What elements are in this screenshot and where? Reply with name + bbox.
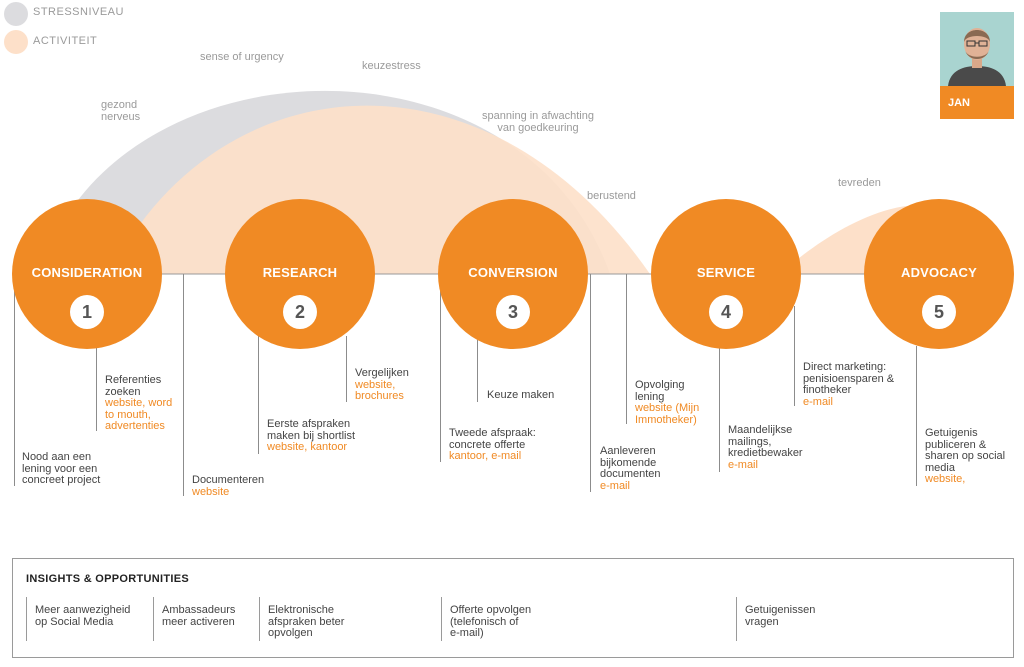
connector-aanleveren — [590, 274, 591, 492]
insights-panel: INSIGHTS & OPPORTUNITIES Meer aanwezighe… — [12, 558, 1014, 658]
touchpoint-tweede: Tweede afspraak: concrete offerte kantoo… — [449, 427, 536, 462]
emotion-berustend: berustend — [587, 190, 636, 202]
phase-number: 1 — [70, 295, 104, 329]
touchpoint-aanleveren: Aanleveren bijkomende documenten e-mail — [600, 445, 661, 492]
connector-vergelijken — [346, 336, 347, 402]
connector-tweede — [440, 290, 441, 462]
phase-number: 2 — [283, 295, 317, 329]
phase-title: SERVICE — [696, 265, 756, 280]
touchpoint-direct: Direct marketing: penisioensparen & fino… — [803, 361, 895, 408]
touchpoint-opvolging: Opvolging lening website (Mijn Immotheke… — [635, 379, 700, 426]
phase-title: CONVERSION — [468, 265, 558, 280]
phase-consideration: CONSIDERATION 1 — [12, 199, 162, 349]
phase-title: CONSIDERATION — [31, 265, 143, 280]
phase-title: RESEARCH — [262, 265, 338, 280]
phase-service: SERVICE 4 — [651, 199, 801, 349]
touchpoint-nood: Nood aan een lening voor een concreet pr… — [22, 451, 101, 486]
emotion-tevreden: tevreden — [838, 177, 881, 189]
touchpoint-eerste: Eerste afspraken maken bij shortlist web… — [267, 418, 356, 453]
connector-keuze — [477, 340, 478, 402]
phase-advocacy: ADVOCACY 5 — [864, 199, 1014, 349]
legend-stress-label: STRESSNIVEAU — [33, 6, 124, 18]
insight-item: Elektronische afspraken beter opvolgen — [259, 597, 379, 641]
connector-documenteren — [183, 274, 184, 496]
touchpoint-documenteren: Documenteren website — [192, 474, 265, 498]
connector-maandelijkse — [719, 346, 720, 472]
touchpoint-getuigenis: Getuigenis publiceren & sharen op social… — [925, 427, 1006, 485]
person-photo-icon — [940, 12, 1014, 86]
legend-stress-swatch — [4, 2, 28, 26]
insight-item: Meer aanwezigheid op Social Media — [26, 597, 146, 641]
touchpoint-keuze: Keuze maken — [487, 389, 555, 401]
phase-conversion: CONVERSION 3 — [438, 199, 588, 349]
legend-activity-swatch — [4, 30, 28, 54]
connector-referenties — [96, 345, 97, 431]
persona-name: JAN — [948, 97, 971, 109]
insight-item: Getuigenissen vragen — [736, 597, 856, 641]
emotion-keuzestress: keuzestress — [362, 60, 421, 72]
legend-activity-label: ACTIVITEIT — [33, 35, 98, 47]
emotion-urgency: sense of urgency — [200, 51, 284, 63]
insight-item: Offerte opvolgen (telefonisch of e-mail) — [441, 597, 581, 641]
phase-number: 4 — [709, 295, 743, 329]
touchpoint-vergelijken: Vergelijken website, brochures — [355, 367, 409, 402]
phase-number: 5 — [922, 295, 956, 329]
emotion-spanning: spanning in afwachting van goedkeuring — [482, 110, 594, 134]
touchpoint-referenties: Referenties zoeken website, word to mout… — [105, 374, 173, 432]
connector-getuigenis — [916, 346, 917, 486]
touchpoint-maandelijkse: Maandelijkse mailings, kredietbewaker e-… — [728, 424, 803, 471]
emotion-gezond-nerveus: gezond nerveus — [101, 99, 141, 123]
phase-title: ADVOCACY — [901, 265, 977, 280]
phase-research: RESEARCH 2 — [225, 199, 375, 349]
connector-eerste — [258, 336, 259, 454]
connector-direct — [794, 306, 795, 406]
connector-nood — [14, 274, 15, 486]
insight-item: Ambassadeurs meer activeren — [153, 597, 253, 641]
phase-number: 3 — [496, 295, 530, 329]
persona-card: JAN — [940, 12, 1014, 119]
connector-opvolging — [626, 274, 627, 424]
insights-title: INSIGHTS & OPPORTUNITIES — [26, 573, 190, 585]
